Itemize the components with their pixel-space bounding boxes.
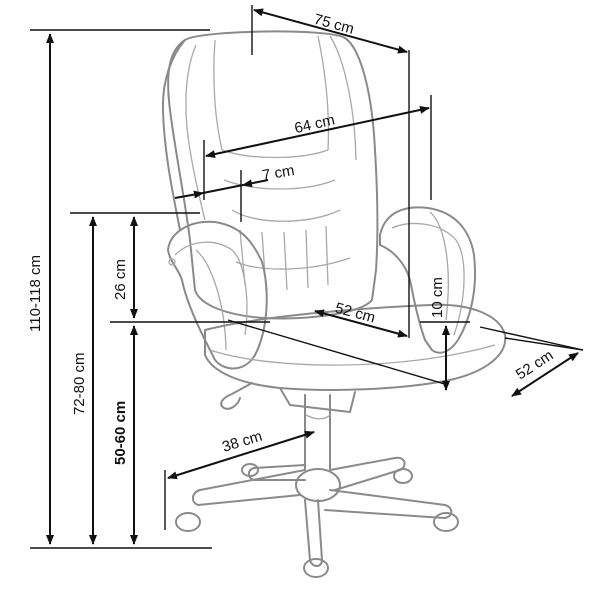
dim-width-back [205, 105, 430, 159]
star-base [192, 456, 453, 567]
label-armrest-height: 10 cm [429, 277, 446, 318]
dim-armrest-width-left [174, 190, 204, 199]
tilt-lever [220, 382, 253, 410]
label-seat-height: 50-60 cm [112, 401, 129, 465]
dimension-labels: 75 cm 64 cm 7 cm 52 cm 10 cm 52 cm 38 cm… [27, 11, 556, 465]
left-armrest [167, 220, 268, 370]
right-armrest [379, 206, 477, 354]
seat-mechanism [279, 387, 356, 413]
casters [175, 463, 459, 578]
label-armrest-width: 7 cm [261, 162, 296, 184]
dim-armrest-width-right [242, 179, 269, 188]
label-armrest-floor-height: 72-80 cm [71, 352, 88, 415]
chair-outline [161, 30, 507, 578]
label-armrest-above-seat: 26 cm [112, 259, 129, 300]
backrest-left-bolster [161, 39, 186, 231]
dimension-lines [30, 5, 584, 549]
dim-width-top [253, 8, 408, 54]
dim-seat-width [511, 352, 579, 397]
label-total-height: 110-118 cm [27, 255, 44, 332]
dim-seat-depth [314, 309, 408, 338]
label-base-radius: 38 cm [220, 428, 264, 456]
dim-base-radius [167, 430, 315, 480]
label-seat-width: 52 cm [513, 347, 557, 384]
